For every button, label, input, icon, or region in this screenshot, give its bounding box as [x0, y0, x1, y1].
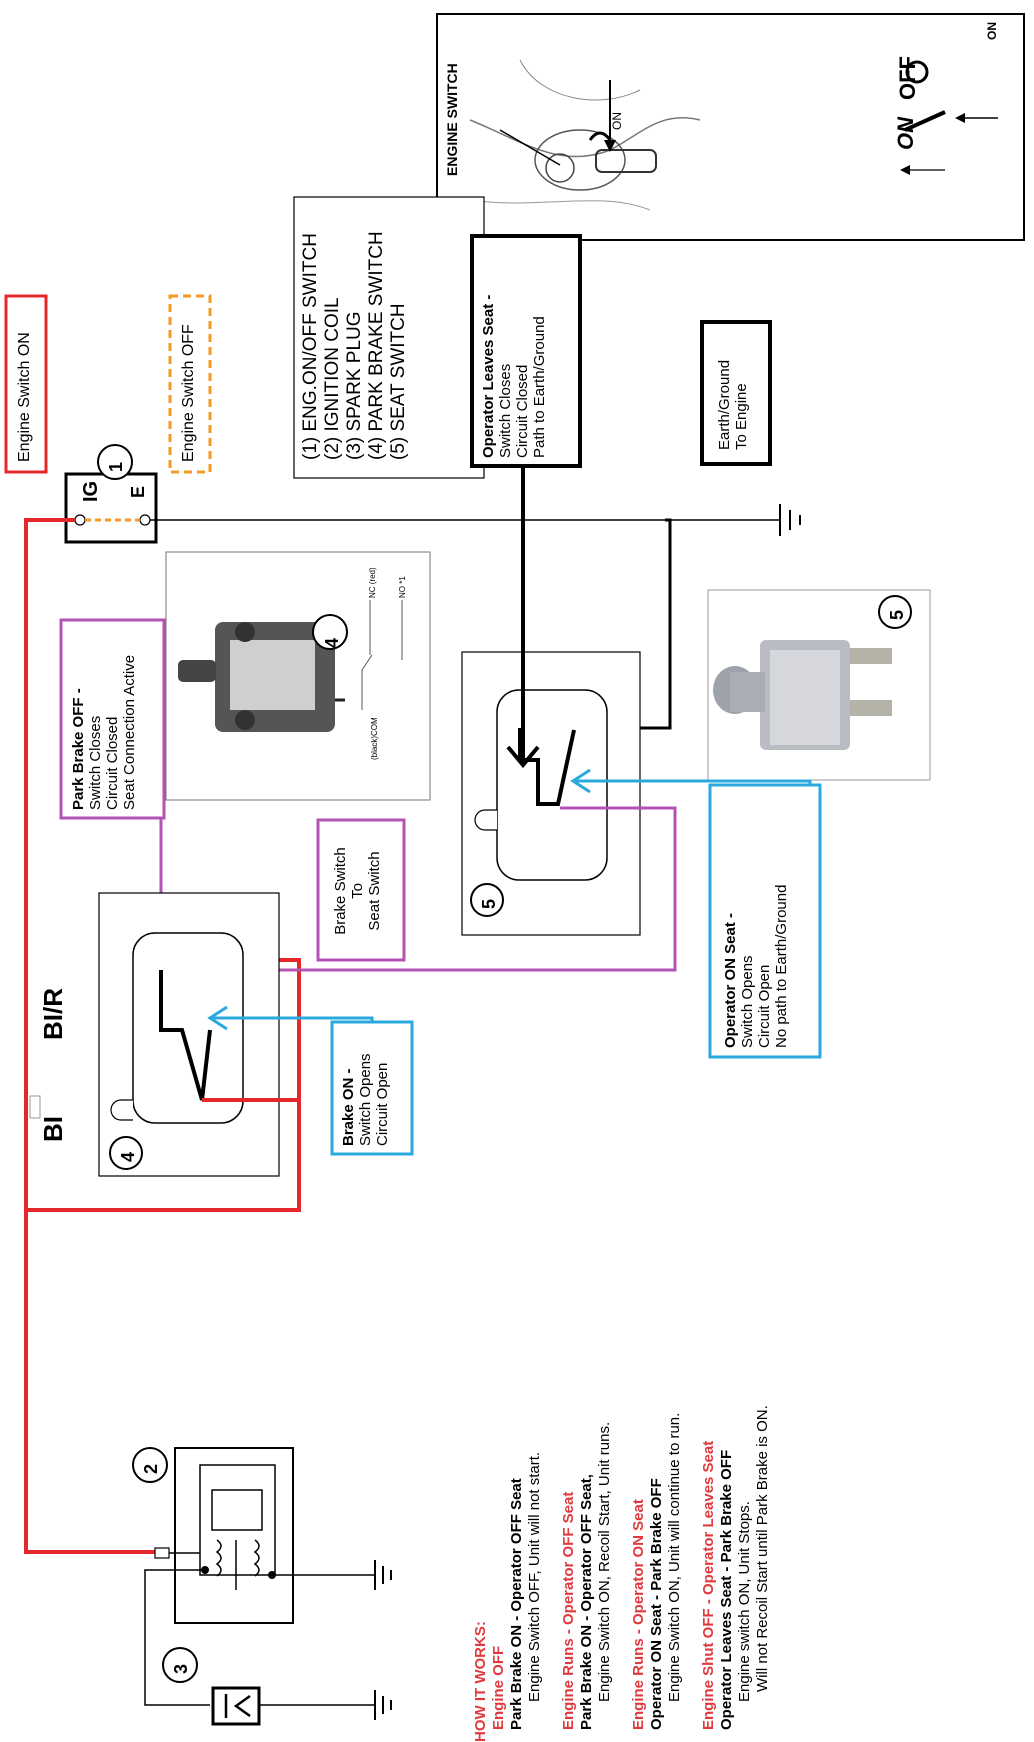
- operator-on-seat-callout: [570, 768, 822, 1059]
- engine-switch-off-box: [168, 294, 212, 474]
- on-arrow-label: ON: [985, 22, 999, 40]
- how-section-bold: Park Brake ON - Operator OFF Seat: [508, 1478, 525, 1730]
- operator-on-title: Operator ON Seat -: [722, 912, 739, 1048]
- how-section-bold: Operator Leaves Seat - Park Brake OFF: [718, 1449, 735, 1730]
- bl-label: BI: [38, 1116, 68, 1142]
- brake-to-seat-line: Brake Switch: [332, 847, 349, 935]
- how-section-bold: Park Brake ON - Operator OFF Seat,: [578, 1474, 595, 1730]
- brake-to-seat-line: Seat Switch: [366, 851, 383, 931]
- legend-item-3: (3) SPARK PLUG: [344, 311, 365, 460]
- legend-box: [293, 196, 485, 479]
- ig-label: IG: [80, 480, 102, 502]
- operator-on-seat-text: Operator ON Seat - Switch Opens Circuit …: [722, 885, 790, 1048]
- brake-to-seat-text: Brake Switch To Seat Switch: [332, 836, 383, 946]
- how-section-detail: Engine switch ON, Unit Stops.: [736, 1501, 753, 1702]
- brake-to-seat-box: [316, 818, 406, 962]
- brake-on-text: Brake ON - Switch Opens Circuit Open: [340, 1053, 391, 1146]
- how-it-works: HOW IT WORKS: Engine OFF Park Brake ON -…: [472, 1405, 772, 1742]
- brake-to-seat-line: To: [349, 883, 366, 899]
- how-section-detail: Engine Switch ON, Unit will continue to …: [666, 1412, 683, 1702]
- brake-switch-number: 4: [118, 1151, 138, 1162]
- on-small-label: ON: [610, 112, 624, 130]
- operator-on-line: Circuit Open: [756, 964, 773, 1048]
- engine-switch-photo: [436, 13, 1025, 241]
- bl-connector: [29, 1095, 41, 1119]
- park-brake-off-box: [59, 618, 166, 820]
- operator-leaves-arrow: [470, 234, 582, 769]
- park-brake-off-line: Circuit Closed: [104, 716, 121, 810]
- earth-ground-text: Earth/Ground To Engine: [716, 360, 750, 450]
- e-label: E: [128, 485, 148, 498]
- coil-number: 2: [141, 1463, 161, 1474]
- brake-on-callout: [207, 1005, 414, 1156]
- engine-switch-off-label: Engine Switch OFF: [180, 324, 197, 462]
- seat-switch-number: 5: [479, 898, 499, 909]
- operator-leaves-line: Path to Earth/Ground: [531, 316, 548, 458]
- photo5-number: 5: [887, 609, 907, 620]
- park-brake-switch-photo: [165, 551, 431, 801]
- operator-on-line: Switch Opens: [739, 955, 756, 1048]
- seat-switch-photo: [707, 589, 931, 781]
- how-section-title: Engine Runs - Operator OFF Seat: [560, 1491, 577, 1730]
- park-brake-off-text: Park Brake OFF - Switch Closes Circuit C…: [70, 655, 138, 810]
- on-label: ON: [893, 117, 918, 150]
- operator-on-line: No path to Earth/Ground: [773, 884, 790, 1048]
- park-brake-off-line: Seat Connection Active: [121, 654, 138, 810]
- spark-plug: [162, 1647, 392, 1726]
- off-label: OFF: [895, 56, 920, 100]
- switch1-number: 1: [106, 461, 126, 472]
- how-section-bold: Operator ON Seat - Park Brake OFF: [648, 1478, 665, 1730]
- legend-item-1: (1) ENG.ON/OFF SWITCH: [300, 233, 321, 460]
- how-section-detail-2: Will not Recoil Start until Park Brake i…: [754, 1405, 771, 1692]
- no-label: NO *1: [398, 576, 407, 598]
- earth-line-2: To Engine: [733, 383, 750, 450]
- photo4-number: 4: [322, 637, 342, 648]
- engine-switch-on-label: Engine Switch ON: [16, 332, 33, 462]
- brake-on-line: Circuit Open: [374, 1062, 391, 1146]
- how-section-detail: Engine Switch ON, Recoil Start, Unit run…: [596, 1421, 613, 1702]
- spark-number: 3: [171, 1663, 191, 1674]
- operator-leaves-line: Circuit Closed: [514, 364, 531, 458]
- operator-leaves-text: Operator Leaves Seat - Switch Closes Cir…: [480, 295, 548, 458]
- com-label: (black)COM: [370, 717, 379, 760]
- engine-switch-photo-title: ENGINE SWITCH: [444, 63, 460, 176]
- how-section-title: Engine OFF: [490, 1645, 507, 1730]
- legend-item-2: (2) IGNITION COIL: [322, 297, 343, 460]
- park-brake-off-line: Switch Closes: [87, 715, 104, 810]
- operator-leaves-title: Operator Leaves Seat -: [480, 294, 497, 458]
- earth-line-1: Earth/Ground: [716, 359, 733, 450]
- how-section-detail: Engine Switch OFF, Unit will not start.: [526, 1451, 543, 1702]
- legend-item-5: (5) SEAT SWITCH: [388, 303, 409, 460]
- seat-switch-contact: [518, 728, 576, 806]
- blr-label: BI/R: [38, 988, 68, 1040]
- engine-on-off-switch: [64, 444, 158, 544]
- how-heading: HOW IT WORKS:: [472, 1621, 489, 1742]
- seat-switch-block: [461, 651, 641, 936]
- brake-on-title: Brake ON -: [340, 1068, 357, 1146]
- operator-leaves-line: Switch Closes: [497, 363, 514, 458]
- park-brake-switch-block: [98, 892, 299, 1177]
- how-section-title: Engine Shut OFF - Operator Leaves Seat: [700, 1440, 717, 1730]
- how-section-title: Engine Runs - Operator ON Seat: [630, 1499, 647, 1730]
- legend-list: (1) ENG.ON/OFF SWITCH (2) IGNITION COIL …: [300, 231, 410, 460]
- legend-item-4: (4) PARK BRAKE SWITCH: [366, 231, 387, 460]
- engine-switch-on-box: [4, 294, 48, 474]
- nc-label: NC (red): [368, 567, 377, 598]
- earth-ground-box: [700, 320, 772, 466]
- ignition-coil: [132, 1447, 392, 1706]
- brake-on-line: Switch Opens: [357, 1053, 374, 1146]
- park-brake-off-title: Park Brake OFF -: [70, 688, 87, 810]
